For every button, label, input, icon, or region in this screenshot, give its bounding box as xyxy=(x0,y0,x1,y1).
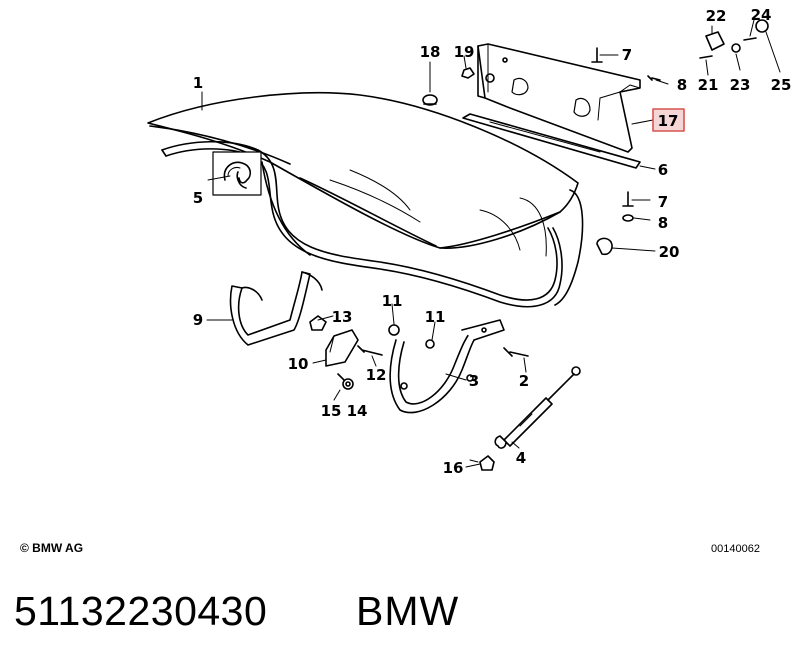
hinge-bracket xyxy=(229,271,323,346)
callout-19: 19 xyxy=(454,43,475,61)
callout-8a: 8 xyxy=(677,76,687,94)
clip-20 xyxy=(596,237,613,256)
pin-21 xyxy=(699,55,713,59)
hinge-mount xyxy=(325,329,359,367)
callout-3: 3 xyxy=(469,372,479,390)
callout-15: 15 xyxy=(321,402,342,420)
part-number: 51132230430 xyxy=(14,588,268,634)
brand-name: BMW xyxy=(356,588,460,634)
callout-11b: 11 xyxy=(425,308,446,326)
callout-16: 16 xyxy=(443,459,464,477)
highlight-box-17 xyxy=(652,108,685,132)
bush-11a xyxy=(388,324,400,336)
callout-8b: 8 xyxy=(658,214,668,232)
copyright-notice: © BMW AG xyxy=(20,541,84,555)
callout-4: 4 xyxy=(516,449,526,467)
clip-7b xyxy=(622,191,634,207)
nut-19 xyxy=(461,67,475,79)
diagram-id: 00140062 xyxy=(711,543,760,555)
callout-13: 13 xyxy=(332,308,353,326)
callout-10: 10 xyxy=(288,355,309,373)
callout-7b: 7 xyxy=(658,193,668,211)
callout-22: 22 xyxy=(706,7,727,25)
callout-20: 20 xyxy=(659,243,680,261)
bracket-22 xyxy=(705,31,725,51)
screw-8a xyxy=(647,75,661,81)
callout-21: 21 xyxy=(698,76,719,94)
trunk-lid xyxy=(147,92,584,306)
trim-strip xyxy=(462,113,641,169)
nut-14-15 xyxy=(337,373,354,390)
washer-8b xyxy=(622,214,634,222)
screw-12 xyxy=(357,345,383,356)
grommet-18 xyxy=(422,94,438,106)
callout-7a: 7 xyxy=(622,46,632,64)
callout-23: 23 xyxy=(730,76,751,94)
callout-6: 6 xyxy=(658,161,668,179)
trim-panel xyxy=(477,43,641,153)
seal-profile-inset xyxy=(212,151,262,196)
hinge-arm xyxy=(389,319,505,414)
callout-18: 18 xyxy=(420,43,441,61)
callout-11a: 11 xyxy=(382,292,403,310)
callout-17: 17 xyxy=(658,112,679,130)
callout-14: 14 xyxy=(347,402,368,420)
parts-diagram: 1 2 3 4 5 6 7 7 8 8 9 10 11 11 12 13 14 … xyxy=(147,6,792,477)
clip-13 xyxy=(309,315,327,331)
callout-12: 12 xyxy=(366,366,387,384)
callout-5: 5 xyxy=(193,189,203,207)
callout-24: 24 xyxy=(751,6,772,24)
cap-25 xyxy=(755,19,769,33)
washer-23 xyxy=(731,43,741,53)
clip-7a xyxy=(591,47,603,63)
bolt-2 xyxy=(503,347,529,357)
callout-25: 25 xyxy=(771,76,792,94)
clip-16 xyxy=(479,455,495,471)
leader-lines xyxy=(201,19,781,468)
bush-11b xyxy=(425,339,435,349)
callout-9: 9 xyxy=(193,311,203,329)
gas-strut xyxy=(494,366,581,449)
callout-2: 2 xyxy=(519,372,529,390)
screw-24 xyxy=(743,37,757,41)
callout-1: 1 xyxy=(193,74,203,92)
